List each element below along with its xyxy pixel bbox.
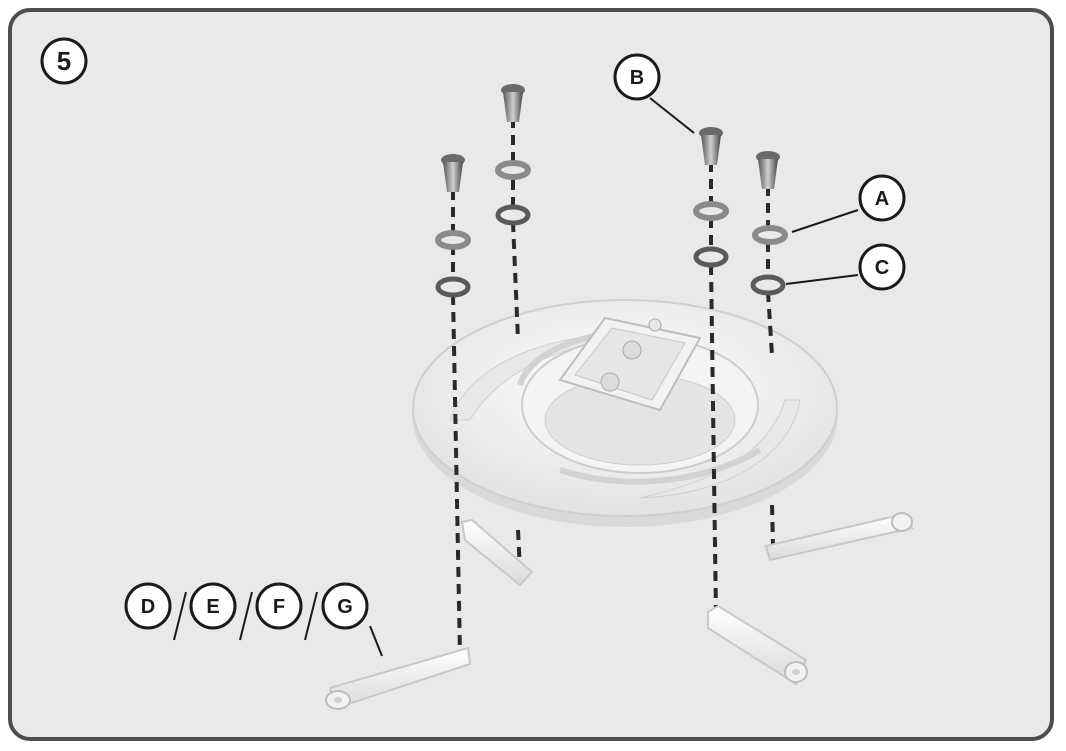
callout-f: F bbox=[255, 582, 303, 630]
screw-b-1 bbox=[441, 154, 465, 192]
projector-arm-back-left bbox=[460, 518, 534, 587]
projector-arm-front-left bbox=[325, 646, 472, 710]
step-number: 5 bbox=[57, 46, 71, 76]
projector-arm-front-right bbox=[707, 604, 808, 686]
step-number-badge: 5 bbox=[40, 37, 88, 85]
lock-washers-a bbox=[435, 160, 788, 250]
callout-d-label: D bbox=[141, 596, 155, 618]
callout-g: G bbox=[321, 582, 369, 630]
callout-e-label: E bbox=[206, 596, 219, 618]
screw-b-3 bbox=[699, 127, 723, 165]
callout-d: D bbox=[124, 582, 172, 630]
screw-b-2 bbox=[501, 84, 525, 122]
callout-a: A bbox=[858, 174, 906, 222]
callout-a-label: A bbox=[875, 188, 889, 210]
callout-g-label: G bbox=[337, 596, 353, 618]
callout-c-label: C bbox=[875, 257, 889, 279]
screw-b-4 bbox=[756, 151, 780, 189]
callout-e: E bbox=[189, 582, 237, 630]
flat-washers-c bbox=[435, 204, 786, 298]
callout-b-label: B bbox=[630, 67, 644, 89]
callout-c: C bbox=[858, 243, 906, 291]
mounting-plate bbox=[412, 299, 838, 527]
alignment-lines bbox=[451, 118, 775, 656]
callout-b: B bbox=[613, 53, 661, 101]
callout-f-label: F bbox=[273, 596, 285, 618]
projector-arm-back-right bbox=[764, 512, 914, 562]
callout-leaders bbox=[173, 97, 859, 657]
